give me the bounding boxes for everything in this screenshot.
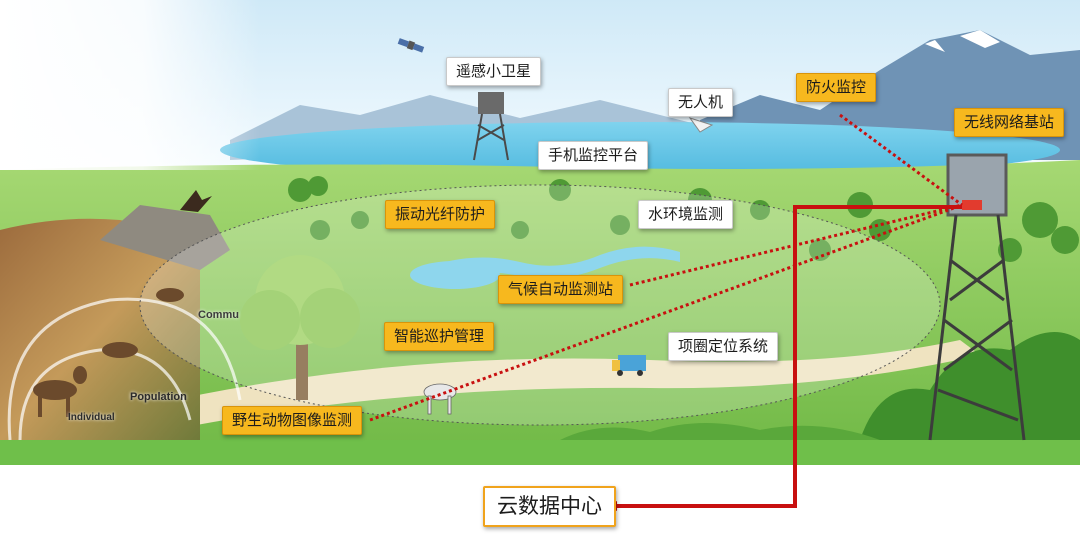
label-wildlife-image: 野生动物图像监测 — [222, 406, 363, 435]
pond — [410, 261, 500, 289]
label-patrol-management: 智能巡护管理 — [384, 322, 495, 351]
monitoring-truck — [612, 355, 646, 376]
observation-tower-center — [473, 92, 509, 161]
ecology-rings — [7, 297, 242, 441]
label-cloud-data-center: 云数据中心 — [483, 486, 616, 527]
label-fiber-vibration: 振动光纤防护 — [385, 200, 496, 229]
elk-icon — [33, 288, 184, 417]
link-wildlife-to-tower — [369, 203, 963, 422]
ecology-label-community: Commu — [198, 309, 239, 321]
rock-cliff — [100, 205, 230, 270]
link-fire-to-tower — [839, 113, 963, 207]
label-mobile-platform: 手机监控平台 — [538, 141, 649, 170]
label-satellite: 遥感小卫星 — [446, 57, 542, 86]
river — [420, 246, 680, 282]
foreground-bushes — [860, 332, 1080, 465]
left-fade-overlay — [0, 0, 260, 170]
ecology-label-individual: Individual — [68, 412, 115, 423]
label-fire-monitoring: 防火监控 — [796, 73, 877, 102]
satellite-icon — [397, 38, 425, 53]
large-tree — [240, 255, 360, 400]
label-climate-station: 气候自动监测站 — [498, 275, 624, 304]
tree-cluster — [288, 176, 1079, 262]
label-water-monitoring: 水环境监测 — [638, 200, 734, 229]
bottom-grass-strip — [0, 440, 1080, 465]
mountain-snow — [925, 30, 1000, 52]
label-collar-positioning: 项圈定位系统 — [668, 332, 779, 361]
ecology-label-population: Population — [130, 391, 187, 403]
label-drone: 无人机 — [668, 88, 734, 117]
label-wireless-base-station: 无线网络基站 — [954, 108, 1065, 137]
eagle-icon — [180, 190, 212, 212]
coverage-ellipse — [139, 184, 941, 426]
cloud-uplink-line — [607, 205, 962, 511]
dirt-road — [150, 340, 980, 430]
drone-icon — [688, 117, 714, 133]
